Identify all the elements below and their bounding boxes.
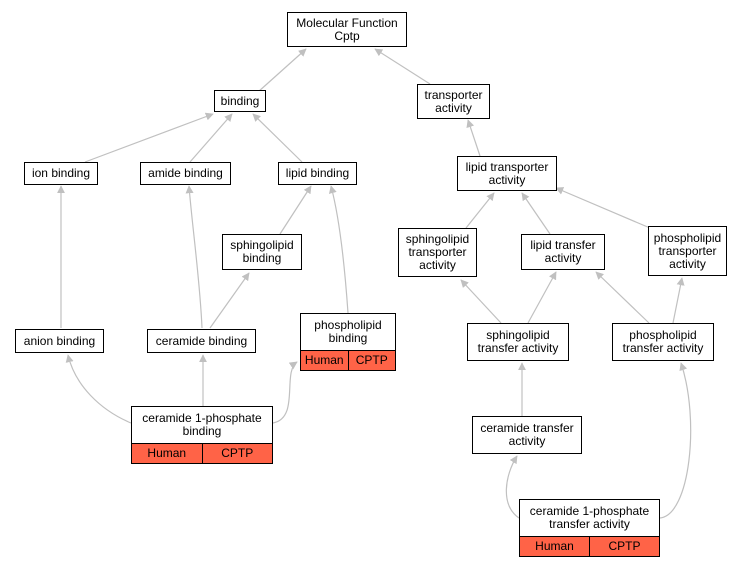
node-label-line: transfer activity — [549, 517, 630, 531]
node-label: anion binding — [23, 333, 96, 348]
edge-phos-transfer-to-lipid-transfer — [595, 271, 650, 324]
edge-c1p-transfer-to-phos-transfer — [659, 362, 692, 519]
edge-c1p-binding-to-phospholipid-binding — [272, 361, 298, 424]
edge-transporter-to-root — [374, 48, 431, 85]
edge-sph-transporter-to-lipid-transporter — [465, 192, 495, 229]
node-label: binding — [220, 93, 260, 108]
node-label-line: binding — [328, 331, 368, 345]
edge-binding-to-root — [257, 48, 307, 93]
node-ceramide-binding[interactable]: ceramide binding — [147, 329, 256, 353]
edge-c1p-transfer-to-ceramide-transfer — [505, 455, 520, 519]
node-label-line: transporter — [408, 245, 467, 259]
node-label: lipid binding — [285, 166, 350, 180]
node-label-line: transfer activity — [477, 341, 559, 355]
gene-tag[interactable]: CPTP — [589, 537, 659, 556]
node-ion-binding[interactable]: ion binding — [24, 162, 98, 185]
node-label-line: Molecular Function — [296, 15, 398, 30]
node-lipid-binding[interactable]: lipid binding — [278, 162, 357, 185]
node-label-line: sphingolipid — [230, 238, 294, 252]
edge-lipid-transfer-to-lipid-transporter — [521, 192, 551, 235]
node-label-line: transporter — [658, 243, 717, 258]
edge-lipid-binding-to-binding — [252, 113, 303, 163]
edge-ceramide-binding-to-amide-binding — [185, 185, 203, 329]
node-label-line: sphingolipid — [405, 232, 470, 246]
edge-c1p-binding-to-anion-binding — [65, 354, 132, 424]
edge-ion-binding-to-binding — [84, 112, 214, 163]
node-label-line: activity — [508, 434, 546, 448]
node-label-line: lipid transfer — [530, 238, 596, 252]
node-label-line: activity — [544, 251, 582, 265]
node-label: ion binding — [31, 166, 91, 180]
node-label-line: activity — [435, 100, 472, 115]
annotation-row: Human CPTP — [520, 536, 659, 556]
edge-sphingolipid-binding-to-lipid-binding — [279, 185, 312, 235]
node-label: amide binding — [148, 166, 223, 180]
node-label-line: lipid transporter — [465, 159, 549, 174]
node-label-line: activity — [488, 172, 526, 187]
node-label-line: activity — [669, 256, 706, 271]
node-label-line: Cptp — [334, 28, 360, 43]
node-label-line: ceramide 1-phosphate — [529, 504, 650, 518]
node-anion-binding[interactable]: anion binding — [15, 329, 104, 353]
annotation-row: Human CPTP — [301, 350, 395, 370]
edge-phos-transporter-to-lipid-transporter — [555, 187, 651, 229]
node-label-line: transfer activity — [622, 341, 704, 355]
node-label-line: transporter — [424, 87, 483, 102]
edge-ceramide-binding-to-sphingolipid-binding — [209, 272, 250, 329]
node-label-line: ceramide 1-phosphate — [142, 411, 262, 425]
node-label-line: binding — [182, 424, 222, 438]
species-tag[interactable]: Human — [301, 351, 348, 370]
node-binding[interactable]: binding — [214, 90, 266, 112]
edge-phospholipid-binding-to-lipid-binding — [328, 185, 349, 314]
node-label-line: ceramide transfer — [480, 421, 574, 435]
species-tag[interactable]: Human — [132, 444, 202, 463]
gene-tag[interactable]: CPTP — [201, 444, 272, 463]
annotation-row: Human CPTP — [132, 443, 272, 463]
node-label-line: activity — [419, 258, 456, 272]
edge-amide-binding-to-binding — [189, 113, 233, 163]
species-tag[interactable]: Human — [520, 537, 589, 556]
edge-phos-transfer-to-phos-transporter — [672, 277, 685, 324]
node-label-line: phospholipid — [314, 318, 382, 332]
node-label-line: sphingolipid — [486, 328, 550, 342]
node-label-line: binding — [242, 251, 282, 265]
node-label-line: phospholipid — [653, 230, 722, 245]
node-label-line: phospholipid — [629, 328, 697, 342]
node-amide-binding[interactable]: amide binding — [140, 162, 231, 185]
gene-tag[interactable]: CPTP — [347, 351, 395, 370]
edge-sph-transfer-to-lipid-transfer — [527, 271, 557, 324]
node-label: ceramide binding — [155, 333, 248, 348]
edge-lipid-transporter-to-transporter — [466, 119, 481, 157]
edge-sph-transfer-to-sph-transporter — [460, 279, 502, 324]
